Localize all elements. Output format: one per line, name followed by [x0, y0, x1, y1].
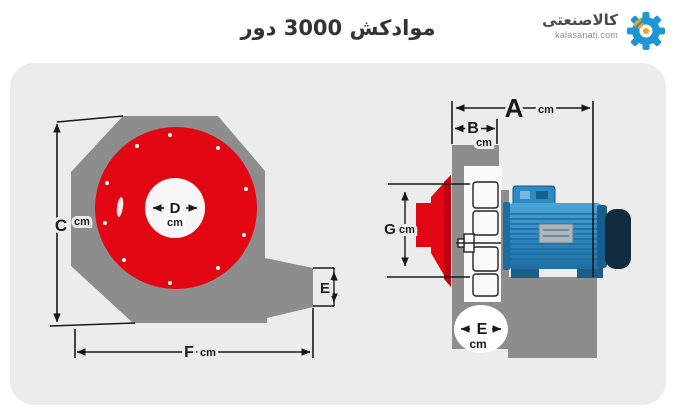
motor-right-ring — [597, 205, 607, 268]
dim-b-label: B — [467, 120, 479, 137]
dim-b-unit: cm — [476, 137, 492, 149]
brand-domain: kalasanati.com — [555, 30, 618, 40]
dimension-A — [451, 101, 594, 277]
motor-nameplate — [538, 223, 574, 244]
inlet-cone-side — [416, 175, 451, 287]
dim-e-outlet-label: E — [320, 280, 330, 297]
dimension-B — [454, 119, 498, 144]
dim-a-unit: cm — [538, 104, 554, 116]
plate-highlight — [116, 197, 124, 217]
gear-icon — [627, 12, 665, 50]
inlet-cone-shadow — [444, 175, 451, 287]
dim-c-label: C — [55, 216, 67, 235]
motor-left-ring — [503, 202, 510, 270]
dimension-G — [387, 183, 470, 278]
dimension-E-outlet — [313, 267, 338, 307]
inlet-opening — [145, 178, 205, 238]
terminal-box-detail — [520, 191, 530, 199]
dim-a-label: A — [505, 93, 524, 123]
dim-g-label: G — [384, 221, 396, 238]
motor-end-cap — [605, 209, 631, 269]
impeller-section — [456, 181, 502, 297]
outlet-circle — [454, 305, 508, 353]
dimension-F — [74, 308, 314, 358]
dim-g-unit: cm — [399, 224, 415, 236]
side-view: A cm B cm G cm E cm — [381, 90, 631, 358]
page-title: موادکش 3000 دور — [240, 16, 436, 40]
terminal-box-detail — [536, 191, 548, 199]
dim-f-unit: cm — [200, 347, 216, 359]
brand-name: کالاصنعتی — [542, 11, 618, 29]
front-view: D cm C cm E — [49, 115, 338, 364]
dim-e-side-label: E — [477, 321, 488, 338]
dim-e-side-unit: cm — [469, 337, 486, 351]
signal-arcs-icon — [633, 18, 649, 34]
brand-logo: کالاصنعتی kalasanati.com — [538, 4, 668, 54]
motor — [503, 185, 631, 278]
dim-f-label: F — [184, 344, 194, 361]
dim-d-label: D — [170, 200, 181, 217]
dim-c-unit: cm — [74, 216, 90, 228]
dim-d-unit: cm — [167, 217, 183, 229]
dimension-C — [49, 115, 136, 327]
inlet-bolts — [103, 133, 248, 285]
base-pedestal — [508, 277, 597, 358]
